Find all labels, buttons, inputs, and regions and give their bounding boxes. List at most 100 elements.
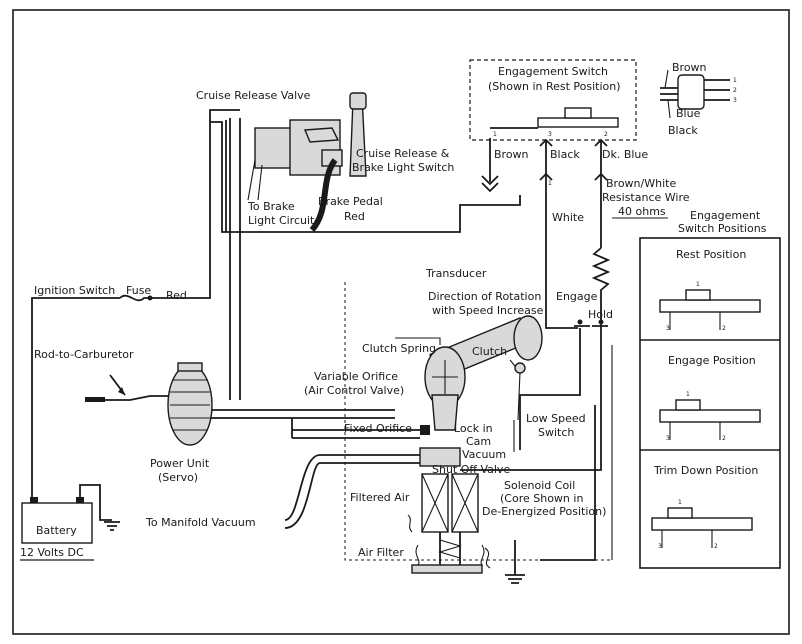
switch-plunger bbox=[303, 127, 340, 143]
transducer-outline bbox=[344, 282, 613, 561]
low-speed-switch-arm bbox=[509, 359, 521, 452]
label-lock-in-3: Vacuum bbox=[462, 448, 506, 461]
label-resistance-1: Brown/White bbox=[606, 177, 676, 190]
label-to-manifold-vacuum: To Manifold Vacuum bbox=[145, 516, 256, 529]
mark-white-1: 1 bbox=[548, 180, 552, 187]
power-unit bbox=[85, 362, 213, 446]
label-cruise-release-switch-1: Cruise Release & bbox=[356, 147, 450, 160]
engagement-switch bbox=[469, 59, 637, 141]
label-cruise-release-valve: Cruise Release Valve bbox=[196, 89, 311, 102]
wiring bbox=[31, 109, 613, 584]
label-wire-dkblue: Dk. Blue bbox=[602, 148, 648, 161]
label-variable-orifice-1: Variable Orifice bbox=[314, 370, 398, 383]
trim-switch-button bbox=[667, 507, 693, 519]
rest-switch-leads bbox=[669, 312, 721, 330]
mark-trim-2: 2 bbox=[714, 543, 718, 550]
solenoid-core bbox=[439, 532, 461, 565]
manifold-hose bbox=[284, 454, 420, 529]
battery-terminal-neg bbox=[76, 497, 84, 503]
label-to-brake-2: Light Circuit bbox=[248, 214, 315, 227]
trim-switch-bar bbox=[651, 517, 753, 531]
connector-pins bbox=[704, 79, 730, 101]
engage-contact-dot bbox=[577, 319, 583, 325]
connector-pointers bbox=[664, 69, 671, 119]
label-power-unit-1: Power Unit bbox=[150, 457, 210, 470]
trim-switch-leads bbox=[661, 530, 713, 548]
label-engagement-switch-1: Engagement Switch bbox=[498, 65, 608, 78]
clutch-crosshair bbox=[432, 360, 458, 394]
brown-connector bbox=[481, 175, 499, 193]
servo-top bbox=[177, 362, 203, 372]
brake-pedal-arm bbox=[309, 158, 338, 233]
label-low-speed-1: Low Speed bbox=[526, 412, 586, 425]
label-to-brake-1: To Brake bbox=[247, 200, 295, 213]
label-fuse: Fuse bbox=[126, 284, 151, 297]
positions-panel-frame bbox=[639, 237, 781, 569]
red-wire bbox=[31, 121, 521, 305]
fixed-orifice-hose bbox=[292, 429, 420, 439]
text-labels: Cruise Release Valve Cruise Release & Br… bbox=[20, 61, 767, 559]
servo-hose bbox=[207, 400, 395, 419]
label-rest-position: Rest Position bbox=[676, 248, 746, 261]
red-wire-top bbox=[209, 109, 240, 122]
label-direction-2: with Speed Increase bbox=[432, 304, 544, 317]
label-positions-title-2: Switch Positions bbox=[678, 222, 767, 235]
mark-dkblue-2: 2 bbox=[604, 131, 608, 138]
battery-terminal-pos bbox=[30, 497, 38, 503]
transducer-internals bbox=[395, 315, 543, 574]
label-clutch-spring: Clutch Spring bbox=[362, 342, 436, 355]
ground-symbol-battery bbox=[104, 521, 120, 531]
label-resistance-3: 40 ohms bbox=[618, 205, 666, 218]
label-engagement-switch-2: (Shown in Rest Position) bbox=[488, 80, 621, 93]
label-cruise-release-switch-2: Brake Light Switch bbox=[352, 161, 454, 174]
positions-panel bbox=[639, 237, 781, 569]
mark-trim-3: 3 bbox=[658, 543, 662, 550]
shut-off-valve bbox=[419, 447, 461, 467]
fuse-symbol bbox=[119, 294, 150, 302]
label-filtered-air: Filtered Air bbox=[350, 491, 410, 504]
mark-engage-3: 3 bbox=[666, 435, 670, 442]
solenoid-spring bbox=[438, 539, 462, 559]
solenoid-wire bbox=[460, 330, 602, 471]
label-rod-to-carburetor: Rod-to-Carburetor bbox=[34, 348, 134, 361]
connector-leads bbox=[660, 87, 678, 101]
release-valve-hose bbox=[229, 118, 241, 400]
label-air-filter: Air Filter bbox=[358, 546, 404, 559]
rod-arrowhead bbox=[118, 387, 125, 395]
label-wire-brown: Brown bbox=[494, 148, 529, 161]
engage-switch-button bbox=[675, 399, 701, 411]
clutch-spring-leader bbox=[395, 337, 441, 345]
mark-rest-3: 3 bbox=[666, 325, 670, 332]
rod-to-carburetor-rod bbox=[85, 395, 170, 401]
engage-switch-leads bbox=[669, 422, 721, 440]
rest-switch-button bbox=[685, 289, 711, 301]
label-wire-white: White bbox=[552, 211, 584, 224]
label-solenoid-3: De-Energized Position) bbox=[482, 505, 606, 518]
rest-switch-bar bbox=[659, 299, 761, 313]
brake-pedal-pad bbox=[349, 92, 367, 110]
vacuum-hoses bbox=[207, 118, 420, 529]
label-connector-blue: Blue bbox=[676, 107, 701, 120]
battery-ground-wire bbox=[79, 484, 112, 521]
mark-pin-3: 3 bbox=[733, 97, 737, 104]
clutch-drum-rear bbox=[513, 315, 543, 361]
label-lock-in-2: Cam bbox=[466, 435, 491, 448]
label-battery: Battery bbox=[36, 524, 77, 537]
air-filter-base bbox=[411, 564, 483, 574]
label-connector-black: Black bbox=[668, 124, 698, 137]
terminal-marks: 1 3 2 1 1 2 3 1 3 2 1 3 2 1 3 2 bbox=[493, 77, 737, 550]
connector-body bbox=[677, 74, 705, 110]
label-wire-black: Black bbox=[550, 148, 580, 161]
engage-switch-bar bbox=[659, 409, 761, 423]
mark-pin-1: 1 bbox=[733, 77, 737, 84]
solenoid-coil-cross bbox=[421, 473, 479, 533]
rod-end bbox=[85, 397, 105, 402]
filtered-air-flow bbox=[407, 514, 413, 533]
release-valve-lines bbox=[247, 159, 263, 201]
label-hold: Hold bbox=[588, 308, 613, 321]
white-arrow bbox=[539, 172, 553, 181]
ground-symbol-filter bbox=[505, 540, 525, 584]
servo-ribs bbox=[170, 379, 210, 431]
label-red-lower: Red bbox=[166, 289, 187, 302]
